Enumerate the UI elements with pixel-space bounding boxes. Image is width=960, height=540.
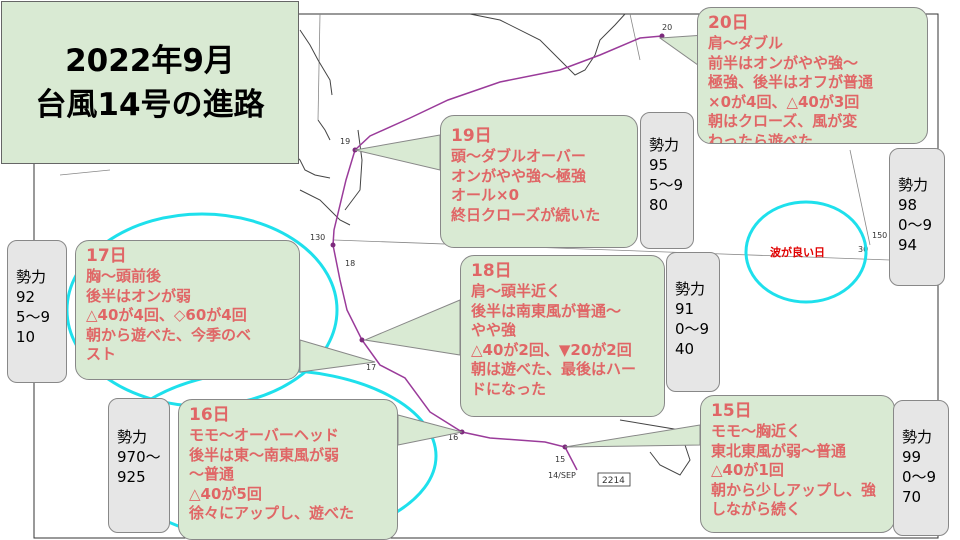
callout-line: モモ〜胸近く	[711, 422, 802, 440]
map-grid	[59, 13, 946, 263]
callout-pointers	[299, 34, 706, 448]
power-value: 925〜910	[16, 288, 51, 346]
callout-line: ドになった	[471, 379, 547, 398]
callout-line: やや強	[471, 321, 517, 339]
good-wave-label: 波が良い日	[770, 246, 825, 259]
typhoon-track	[332, 35, 663, 471]
power-label: 勢力	[649, 136, 680, 154]
callout-line: 朝から遊べた、今季のベ	[86, 325, 252, 344]
track-label-19: 19	[340, 137, 350, 146]
callout-day-label: 20日	[708, 13, 749, 33]
callout-line: ×0が4回、△40が3回	[708, 92, 860, 111]
track-label-14-sep: 14/SEP	[548, 471, 576, 480]
power-box-day-16: 勢力 970〜925	[108, 398, 170, 533]
callout-line: △40が2回、▼20が2回	[471, 340, 632, 359]
power-label: 勢力	[675, 280, 706, 298]
callout-line: スト	[86, 345, 117, 363]
power-value: 980〜994	[898, 196, 933, 254]
callout-line: 前半はオンがやや強〜	[708, 53, 859, 72]
callout-line: オール×0	[451, 186, 520, 204]
power-value: 970〜925	[117, 448, 161, 486]
grid-label-30: 30	[858, 245, 868, 254]
callout-line: 朝はクローズ、風が変	[708, 112, 858, 130]
callout-line: 徐々にアップし、遊べた	[189, 504, 355, 522]
power-box-day-18: 勢力 910〜940	[666, 252, 720, 392]
callout-line: 終日クローズが続いた	[451, 205, 601, 224]
power-box-day-15: 勢力 990〜970	[893, 400, 949, 536]
callout-day-label: 17日	[86, 246, 127, 266]
callout-day-20: 20日 肩〜ダブル 前半はオンがやや強〜 極強、後半はオフが普通 ×0が4回、△…	[697, 7, 928, 144]
callout-line: 極強、後半はオフが普通	[708, 73, 874, 91]
callout-line: △40が1回	[711, 461, 784, 479]
storm-id-box	[597, 472, 631, 487]
callout-day-label: 15日	[711, 401, 752, 421]
power-value: 910〜940	[675, 300, 710, 358]
track-label-17: 17	[366, 363, 376, 372]
power-label: 勢力	[902, 428, 933, 446]
title-box: 2022年9月 台風14号の進路	[1, 1, 299, 164]
callout-line: 朝は遊べた、最後はハー	[471, 360, 637, 378]
title-line-2: 台風14号の進路	[35, 86, 265, 123]
callout-line: 後半は東〜南東風が弱	[189, 445, 340, 464]
callout-day-15: 15日 モモ〜胸近く 東北東風が弱〜普通 △40が1回 朝から少しアップし、強 …	[700, 395, 895, 533]
track-label-20: 20	[662, 23, 672, 32]
storm-id-label: 2214	[602, 476, 625, 486]
callout-day-label: 19日	[451, 126, 492, 146]
track-label-16: 16	[448, 433, 458, 442]
callout-line: しながら続く	[711, 500, 802, 518]
callout-line: 頭〜ダブルオーバー	[451, 147, 586, 165]
power-box-day-19: 勢力 955〜980	[640, 112, 694, 249]
power-value: 955〜980	[649, 156, 684, 214]
power-box-day-17: 勢力 925〜910	[7, 240, 67, 383]
callout-line: 〜普通	[189, 465, 235, 483]
callout-day-19: 19日 頭〜ダブルオーバー オンがやや強〜極強 オール×0 終日クローズが続いた	[440, 115, 638, 248]
callout-line: 後半は南東風が普通〜	[471, 301, 622, 320]
grid-label-130: 130	[310, 233, 325, 242]
callout-line: オンがやや強〜極強	[451, 166, 587, 185]
power-label: 勢力	[16, 268, 47, 286]
track-label-18: 18	[345, 259, 355, 268]
callout-line: わったら遊べた	[708, 131, 814, 144]
grid-label-150: 150	[872, 231, 887, 240]
callout-day-label: 18日	[471, 261, 512, 281]
callout-line: 肩〜ダブル	[708, 34, 784, 52]
power-value: 990〜970	[902, 448, 937, 506]
callout-day-label: 16日	[189, 405, 230, 425]
callout-line: △40が5回	[189, 484, 262, 503]
power-box-day-20: 勢力 980〜994	[889, 148, 945, 286]
power-label: 勢力	[117, 428, 148, 446]
callout-line: モモ〜オーバーヘッド	[189, 426, 339, 444]
title-line-1: 2022年9月	[65, 42, 235, 79]
callout-day-17: 17日 胸〜頭前後 後半はオンが弱 △40が4回、◇60が4回 朝から遊べた、今…	[75, 240, 300, 380]
callout-day-16: 16日 モモ〜オーバーヘッド 後半は東〜南東風が弱 〜普通 △40が5回 徐々に…	[178, 399, 398, 540]
callout-line: 朝から少しアップし、強	[711, 480, 877, 499]
callout-line: △40が4回、◇60が4回	[86, 306, 247, 324]
track-label-15: 15	[555, 455, 565, 464]
callout-line: 後半はオンが弱	[86, 286, 192, 305]
callout-line: 東北東風が弱〜普通	[711, 441, 847, 460]
power-label: 勢力	[898, 176, 929, 194]
callout-line: 肩〜頭半近く	[471, 282, 562, 300]
callout-line: 胸〜頭前後	[86, 267, 162, 285]
callout-day-18: 18日 肩〜頭半近く 後半は南東風が普通〜 やや強 △40が2回、▼20が2回 …	[460, 255, 665, 417]
